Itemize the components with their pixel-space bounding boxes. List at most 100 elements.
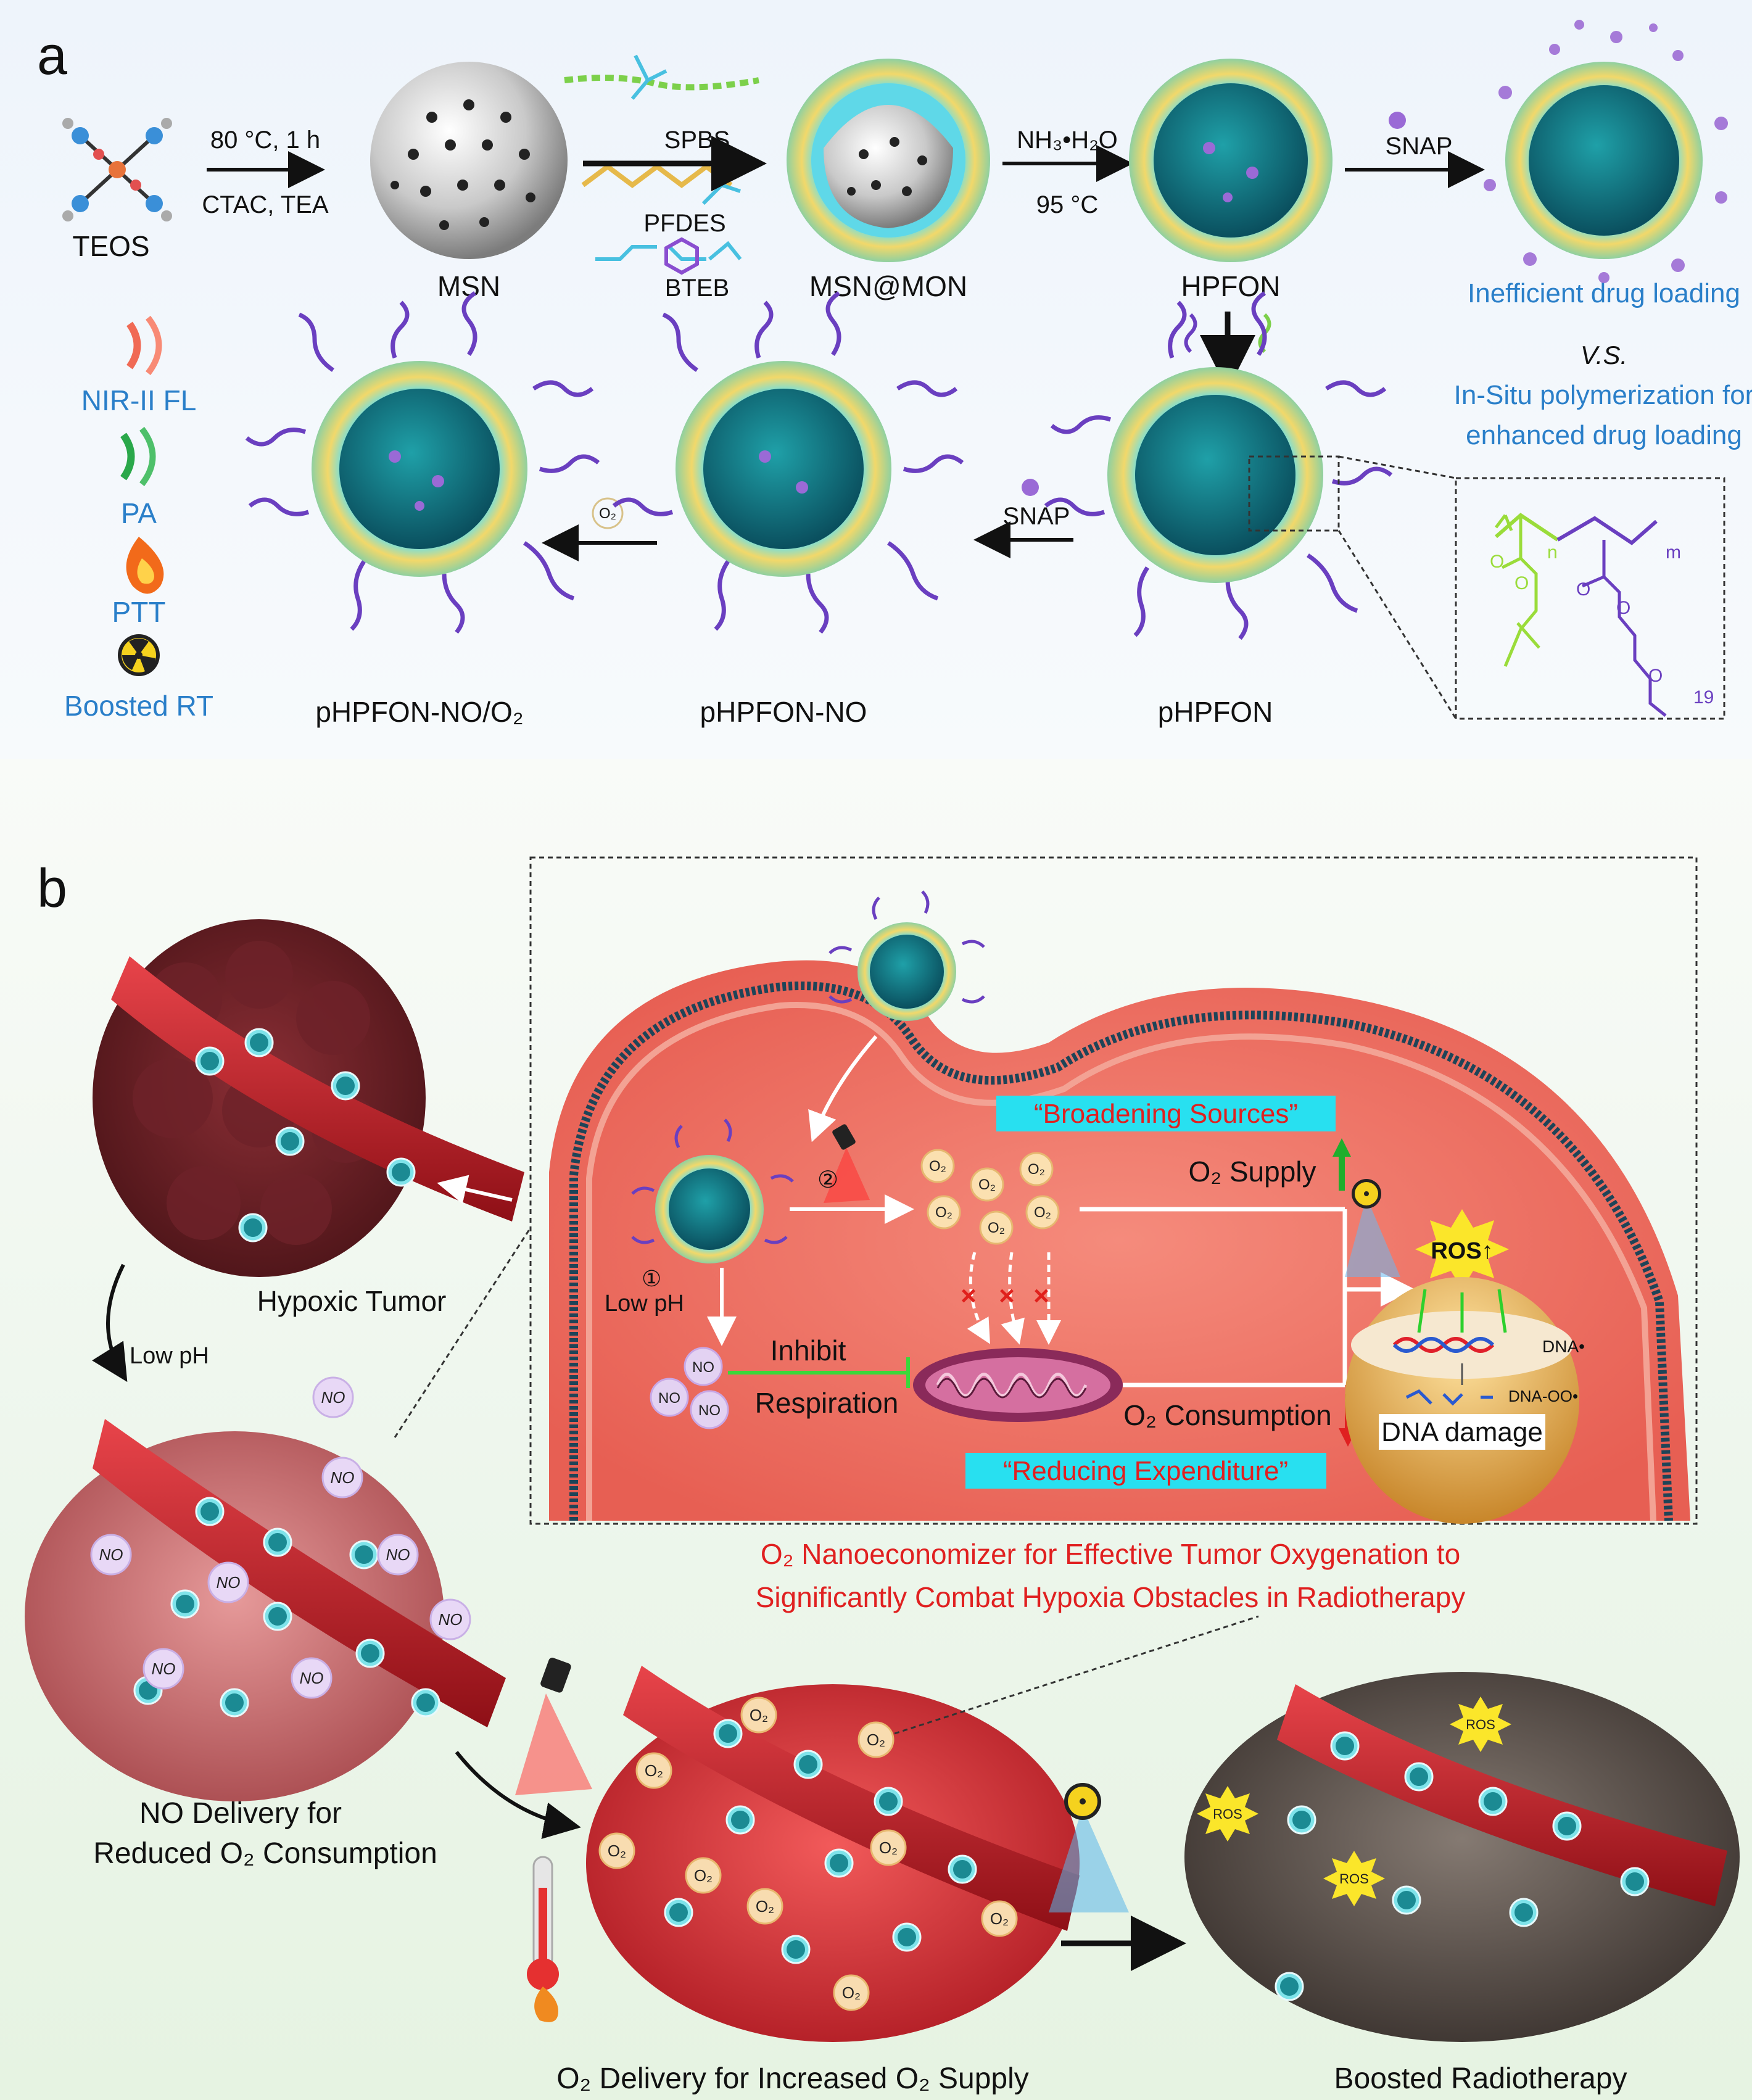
- dna-radical-label: DNA•: [1542, 1337, 1585, 1356]
- dna-damage-box: [1379, 1414, 1545, 1450]
- ros-label: ROS↑: [1431, 1238, 1493, 1264]
- label-text: O₂: [978, 1176, 996, 1193]
- nanoeconomizer-line1: O₂ Nanoeconomizer for Effective Tumor Ox…: [761, 1538, 1460, 1570]
- label-text: ×: [999, 1281, 1015, 1311]
- endocytosis-arrow: [808, 1035, 878, 1143]
- o2-small-label: O₂: [599, 505, 616, 522]
- pa-icon: [120, 426, 156, 487]
- o2-bubble-icon: [592, 497, 624, 529]
- panel-b-label: b: [37, 858, 67, 919]
- hpfon-particle-icon: [1129, 59, 1333, 262]
- respiration-label: Respiration: [755, 1387, 899, 1419]
- cross-marks: × × ×: [961, 1281, 1049, 1311]
- label-text: NO: [331, 1468, 355, 1487]
- hpfon-snap-particle-icon: [1484, 20, 1728, 283]
- phpfon-no-label: pHPFON-NO: [700, 696, 867, 728]
- label-text: O₂: [608, 1842, 626, 1860]
- zoom-line-right: [894, 1615, 1259, 1735]
- ros-to-dna-arrows: [1417, 1289, 1507, 1333]
- inefficient-loading-label: Inefficient drug loading: [1468, 278, 1740, 308]
- boosted-radiotherapy-label: Boosted Radiotherapy: [1334, 2062, 1627, 2095]
- phpfon-no-particle-icon: [612, 291, 964, 634]
- label-text: O₂: [867, 1730, 885, 1749]
- supply-up-arrowhead: [1333, 1138, 1351, 1157]
- label-text: O₂: [842, 1983, 861, 2002]
- broadening-highlight: [996, 1096, 1336, 1131]
- nanoparticle-entering-icon: [828, 890, 985, 1021]
- polymer-chain-icon: [1184, 313, 1197, 353]
- label-text: O₂: [879, 1838, 898, 1857]
- phpfon-no-o2-label: pHPFON-NO/O₂: [315, 696, 523, 728]
- step3-condition-top: NH₃•H₂O: [1017, 126, 1118, 154]
- label-text: O₂: [990, 1909, 1009, 1928]
- hpfon-label: HPFON: [1181, 270, 1281, 302]
- label-text: NO: [300, 1669, 324, 1687]
- svg-text:O: O: [1648, 666, 1663, 686]
- polymer-structure-box: [1455, 477, 1725, 720]
- cell-zoom-box: [529, 856, 1698, 1525]
- snap-label-top: SNAP: [1386, 133, 1453, 160]
- label-text: NO: [321, 1388, 345, 1407]
- teos-label: TEOS: [72, 230, 149, 262]
- laser-icon: [515, 1658, 592, 1795]
- svg-text:O: O: [1616, 598, 1630, 618]
- legend-nir-label: NIR-II FL: [81, 384, 197, 416]
- msn-sphere-icon: [370, 62, 568, 259]
- radiation-beam-icon: [1049, 1783, 1129, 1912]
- label-text: O₂: [645, 1761, 663, 1780]
- nir-fl-icon: [126, 315, 162, 376]
- phpfon-no-o2-particle-icon: [245, 291, 600, 634]
- polymer-19-label: 19: [1693, 687, 1714, 708]
- label-text: NO: [99, 1545, 123, 1564]
- radiation-icon: [118, 634, 160, 676]
- label-text: O₂: [1028, 1161, 1045, 1178]
- low-ph-left-label: Low pH: [130, 1343, 209, 1369]
- label-text: O₂: [935, 1204, 952, 1221]
- no-cluster: NO NO NO: [650, 1347, 729, 1429]
- spbs-label: SPBS: [664, 126, 730, 154]
- legend-pa-label: PA: [121, 497, 157, 529]
- laser-small-icon: [824, 1124, 870, 1203]
- ros-burst-icon: [1415, 1209, 1509, 1289]
- o2-supply-label: O₂ Supply: [1188, 1155, 1316, 1188]
- step3-condition-bottom: 95 °C: [1036, 191, 1099, 218]
- no-delivery-label-1: NO Delivery for: [139, 1797, 342, 1830]
- dna-damage-label: DNA damage: [1381, 1417, 1543, 1447]
- nucleus-bowl-icon: [1345, 1277, 1579, 1524]
- label-text: O₂: [694, 1866, 713, 1885]
- label-text: ×: [1033, 1281, 1049, 1311]
- label-text: NO: [217, 1573, 241, 1592]
- bteb-label: BTEB: [665, 275, 729, 302]
- zoom-line-bottom: [1337, 530, 1457, 719]
- step1-marker: ①: [642, 1266, 661, 1291]
- mitochondrion-icon: [913, 1348, 1123, 1422]
- vs-label: V.S.: [1581, 341, 1627, 370]
- label-text: NO: [658, 1390, 680, 1407]
- polymer-m-label: m: [1666, 542, 1681, 563]
- teos-molecule-icon: [62, 118, 172, 221]
- label-text: ×: [961, 1281, 977, 1311]
- snap-label-bottom: SNAP: [1003, 503, 1070, 530]
- label-text: NO: [152, 1660, 176, 1678]
- flame-core-icon: [137, 558, 154, 584]
- phpfon-particle-icon: [1044, 291, 1393, 640]
- step1-condition-bottom: CTAC, TEA: [202, 191, 329, 218]
- label-text: NO: [439, 1610, 463, 1629]
- polymer-structure-icon: O O O O O: [1490, 513, 1667, 717]
- reducing-highlight: [965, 1453, 1326, 1489]
- to-o2-delivery-arrow: [455, 1751, 581, 1839]
- no-bubbles: NO NO NO NO NO NO NO NO: [90, 1376, 471, 1699]
- svg-text:O: O: [1490, 552, 1504, 572]
- o2-bubbles: O₂ O₂ O₂ O₂ O₂ O₂ O₂ O₂ O₂: [598, 1697, 1018, 2011]
- blocked-consumption-arrows: [967, 1252, 1061, 1345]
- inhibit-label: Inhibit: [771, 1334, 846, 1366]
- label-text: NO: [692, 1359, 714, 1376]
- dna-oo-label: DNA-OO•: [1508, 1387, 1578, 1405]
- hypoxic-tumor-label: Hypoxic Tumor: [257, 1285, 447, 1317]
- insitu-label-line2: enhanced drug loading: [1466, 420, 1742, 450]
- no-delivery-tumor-illustration: [25, 1419, 506, 1801]
- o2-cluster: O₂ O₂ O₂ O₂ O₂ O₂: [920, 1149, 1060, 1245]
- o2-consumption-label: O₂ Consumption: [1123, 1399, 1331, 1431]
- polymer-n-label: n: [1547, 542, 1558, 563]
